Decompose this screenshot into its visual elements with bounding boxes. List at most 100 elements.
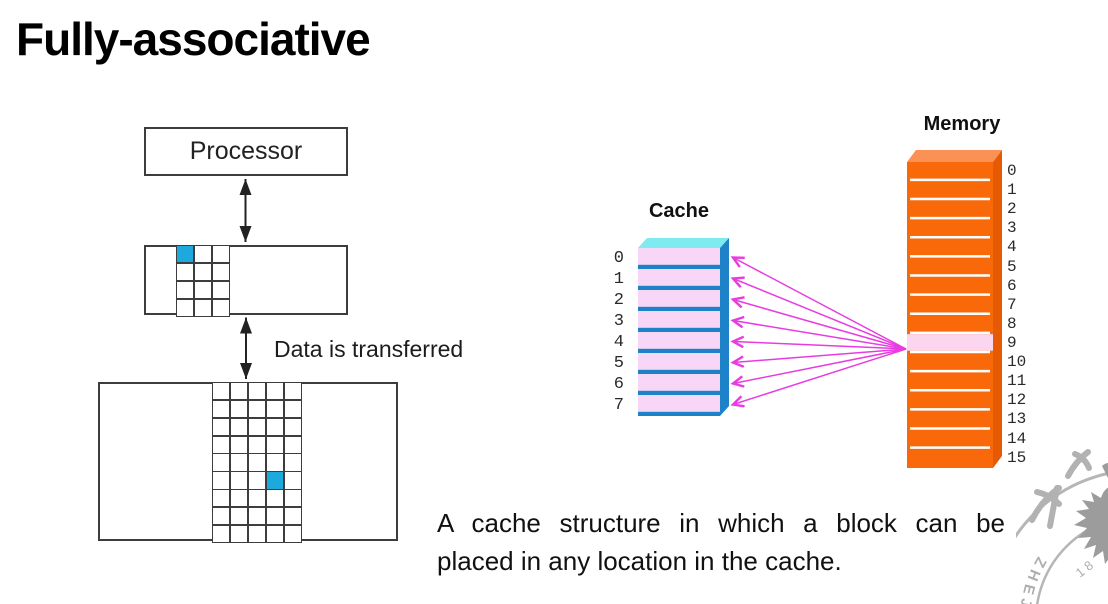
mapping-arrow xyxy=(733,342,907,350)
data-transfer-label: Data is transferred xyxy=(274,336,464,362)
cache-block-grid xyxy=(176,245,230,317)
block-cell xyxy=(284,383,301,400)
row-number: 6 xyxy=(1007,276,1017,295)
mapping-arrow xyxy=(733,348,907,384)
block-cell xyxy=(248,400,266,418)
block-cell xyxy=(230,525,248,542)
row-number: 2 xyxy=(1007,200,1017,219)
seal-year-text: 1 8 xyxy=(1073,557,1096,580)
row-number: 13 xyxy=(1007,410,1027,429)
row-number: 14 xyxy=(1007,429,1027,448)
block-cell xyxy=(248,472,266,489)
block-cell xyxy=(230,400,248,418)
row-number: 4 xyxy=(613,333,624,352)
block-cell xyxy=(213,472,230,489)
block-cell xyxy=(266,436,284,453)
block-cell xyxy=(266,507,284,525)
row-number: 12 xyxy=(1007,391,1027,410)
processor-label: Processor xyxy=(189,137,303,165)
block-cell xyxy=(266,383,284,400)
row-number: 11 xyxy=(1007,372,1027,391)
row-number: 7 xyxy=(613,396,624,415)
block-cell xyxy=(266,400,284,418)
block-cell xyxy=(194,281,212,299)
row-number: 4 xyxy=(1007,238,1017,257)
block-cell xyxy=(284,454,301,471)
row-number: 10 xyxy=(1007,353,1027,372)
processor-box: Processor xyxy=(144,127,348,176)
seal-arc-text: ZHEJIANG xyxy=(1016,554,1045,604)
block-cell xyxy=(248,418,266,435)
row-number: 9 xyxy=(1007,333,1017,352)
block-cell xyxy=(284,507,301,525)
memory-block-grid xyxy=(212,382,302,543)
block-cell xyxy=(230,383,248,400)
cache-box xyxy=(144,245,348,317)
block-cell xyxy=(194,263,212,281)
block-cell xyxy=(284,418,301,435)
block-cell xyxy=(248,507,266,525)
row-number: 3 xyxy=(1007,219,1017,238)
mapping-arrow xyxy=(733,279,907,350)
block-cell xyxy=(212,246,229,263)
block-cell xyxy=(284,400,301,418)
seal-calligraphy-strokes xyxy=(1029,449,1092,529)
mapping-arrow xyxy=(733,348,907,405)
block-cell xyxy=(230,454,248,471)
row-number: 7 xyxy=(1007,295,1017,314)
block-cell xyxy=(248,383,266,400)
block-cell xyxy=(213,525,230,542)
block-cell xyxy=(212,263,229,281)
block-cell xyxy=(212,281,229,299)
block-cell xyxy=(230,490,248,507)
cache-stack-title: Cache xyxy=(648,200,710,222)
memory-stack-title: Memory xyxy=(923,113,1001,135)
block-cell xyxy=(284,525,301,542)
main-memory-box xyxy=(98,382,398,543)
block-cell xyxy=(284,490,301,507)
block-cell xyxy=(177,263,194,281)
mapping-arrow xyxy=(733,300,907,350)
block-cell xyxy=(230,507,248,525)
block-cell xyxy=(194,299,212,316)
block-cell xyxy=(213,418,230,435)
highlighted-block-cell xyxy=(177,246,194,263)
definition-caption: A cache structure in which a block can b… xyxy=(437,504,1005,580)
block-cell xyxy=(230,436,248,453)
mapping-arrow xyxy=(733,321,907,350)
block-cell xyxy=(266,490,284,507)
block-cell xyxy=(266,454,284,471)
block-cell xyxy=(248,436,266,453)
block-cell xyxy=(266,418,284,435)
block-cell xyxy=(230,418,248,435)
row-number: 5 xyxy=(1007,257,1017,276)
block-cell xyxy=(213,507,230,525)
block-cell xyxy=(213,436,230,453)
block-cell xyxy=(212,299,229,316)
block-cell xyxy=(230,472,248,489)
block-cell xyxy=(177,299,194,316)
block-cell xyxy=(248,454,266,471)
row-number: 6 xyxy=(613,375,624,394)
block-cell xyxy=(248,490,266,507)
mapping-arrow xyxy=(733,258,907,350)
block-cell xyxy=(284,472,301,489)
block-cell xyxy=(266,525,284,542)
block-cell xyxy=(213,383,230,400)
row-number: 0 xyxy=(1007,162,1017,180)
block-cell xyxy=(248,525,266,542)
block-cell xyxy=(177,281,194,299)
highlighted-block-cell xyxy=(266,472,284,489)
caption-line-1: A cache structure in which a block can b… xyxy=(437,508,1005,538)
caption-line-2: placed in any location in the cache. xyxy=(437,546,842,576)
row-number: 3 xyxy=(613,312,624,331)
mapping-arrow xyxy=(733,348,907,363)
block-cell xyxy=(213,454,230,471)
row-number: 1 xyxy=(613,270,624,289)
row-number: 8 xyxy=(1007,314,1017,333)
university-seal-watermark: ZHEJIANG 1 8 xyxy=(1016,449,1108,604)
row-number: 1 xyxy=(1007,181,1017,200)
